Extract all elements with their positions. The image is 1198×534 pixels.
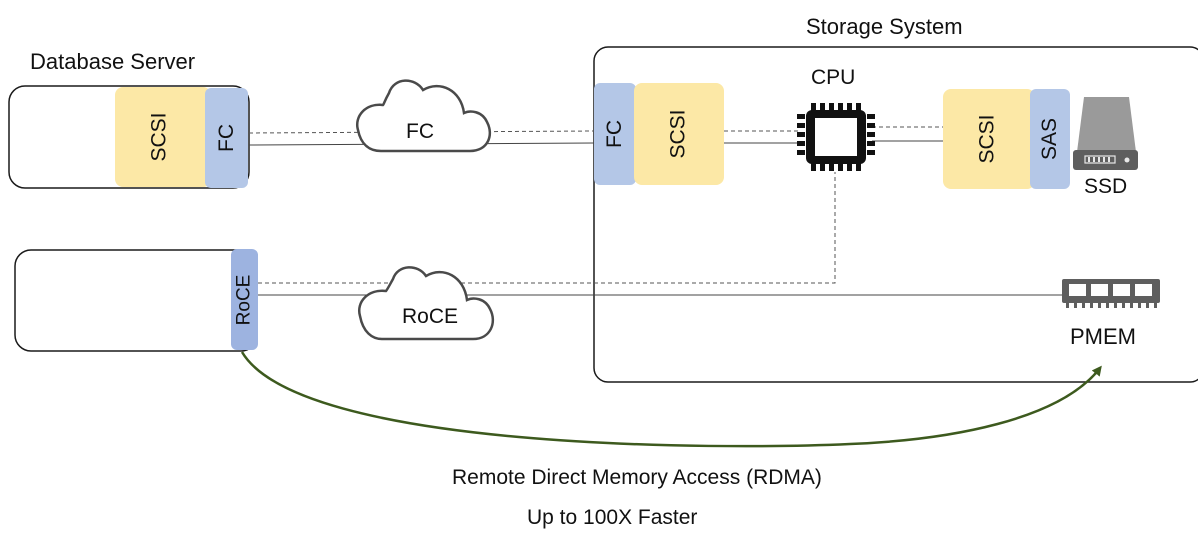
rdma-arrow-icon xyxy=(240,351,1102,448)
cloud-icon xyxy=(355,79,492,153)
ssd-sas-block xyxy=(1030,89,1070,189)
host-roce-text: RoCE xyxy=(233,274,255,325)
storage-fc-block xyxy=(594,83,636,185)
pmem-module-icon xyxy=(1062,279,1160,308)
roce-cloud-label: RoCE xyxy=(402,305,459,328)
storage-system-title: Storage System xyxy=(806,14,963,39)
pmem-label: PMEM xyxy=(1070,324,1136,349)
storage-system-box xyxy=(593,46,1198,383)
host-roce-block xyxy=(231,249,258,350)
database-server-box xyxy=(8,85,250,189)
storage-fc-text: FC xyxy=(603,120,626,148)
cpu-chip-icon xyxy=(797,103,875,171)
ssd-sas-label: SAS xyxy=(1030,89,1070,189)
ssd-scsi-label: SCSI xyxy=(943,89,1033,189)
ssd-scsi-block xyxy=(943,89,1035,189)
db-scsi-block xyxy=(115,87,211,187)
database-server-title: Database Server xyxy=(30,49,196,74)
storage-scsi-label: SCSI xyxy=(634,83,724,185)
host-roce-label: RoCE xyxy=(231,249,258,350)
ssd-scsi-text: SCSI xyxy=(975,114,999,164)
ssd-sas-text: SAS xyxy=(1038,117,1061,161)
ssd-label: SSD xyxy=(1084,175,1128,198)
storage-fc-label: FC xyxy=(594,83,636,185)
db-scsi-label: SCSI xyxy=(115,87,205,187)
db-scsi-text: SCSI xyxy=(147,112,171,162)
roce-host-box xyxy=(14,249,258,352)
db-fc-text: FC xyxy=(214,124,238,152)
storage-scsi-text: SCSI xyxy=(666,109,690,159)
cpu-label: CPU xyxy=(811,66,856,89)
fc-cloud-label: FC xyxy=(406,120,434,143)
ssd-drive-icon xyxy=(1073,97,1138,170)
rdma-speed-caption: Up to 100X Faster xyxy=(527,506,698,529)
db-fc-label: FC xyxy=(205,88,248,188)
rdma-caption: Remote Direct Memory Access (RDMA) xyxy=(452,466,822,489)
storage-scsi-block xyxy=(634,83,724,185)
cloud-icon xyxy=(357,266,495,341)
db-fc-block xyxy=(205,88,248,188)
